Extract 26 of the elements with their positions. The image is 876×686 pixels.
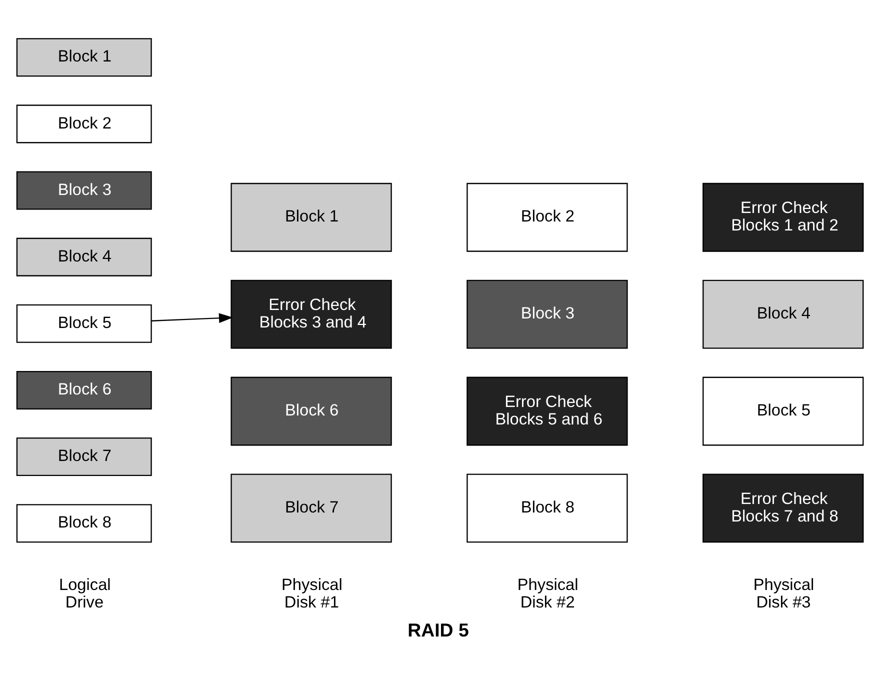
arrow [152, 312, 234, 322]
node-box: Block 3 [466, 279, 628, 348]
node-box: Error Check Blocks 5 and 6 [466, 376, 628, 446]
node-box: Block 4 [16, 237, 152, 276]
label: Logical Drive [59, 576, 111, 612]
node-box: Block 6 [230, 376, 392, 446]
node-box: Error Check Blocks 7 and 8 [702, 473, 864, 542]
node-box: Error Check Blocks 1 and 2 [702, 182, 864, 252]
node-box: Block 5 [702, 376, 864, 446]
label: Physical Disk #3 [753, 576, 814, 612]
node-box: Block 3 [16, 170, 152, 210]
node-box: Block 2 [466, 182, 628, 252]
node-box: Block 2 [16, 104, 152, 143]
node-box: Block 8 [466, 473, 628, 542]
node-box: Block 4 [702, 279, 864, 348]
node-box: Block 1 [16, 38, 152, 76]
label: Physical Disk #2 [517, 576, 578, 612]
node-box: Block 7 [16, 437, 152, 476]
node-box: Error Check Blocks 3 and 4 [230, 279, 392, 348]
node-box: Block 7 [230, 473, 392, 542]
caption: RAID 5 [408, 618, 469, 640]
label: Physical Disk #1 [282, 576, 342, 612]
node-box: Block 5 [16, 304, 152, 342]
node-box: Block 8 [16, 504, 152, 542]
node-box: Block 1 [230, 182, 392, 252]
node-box: Block 6 [16, 370, 152, 409]
